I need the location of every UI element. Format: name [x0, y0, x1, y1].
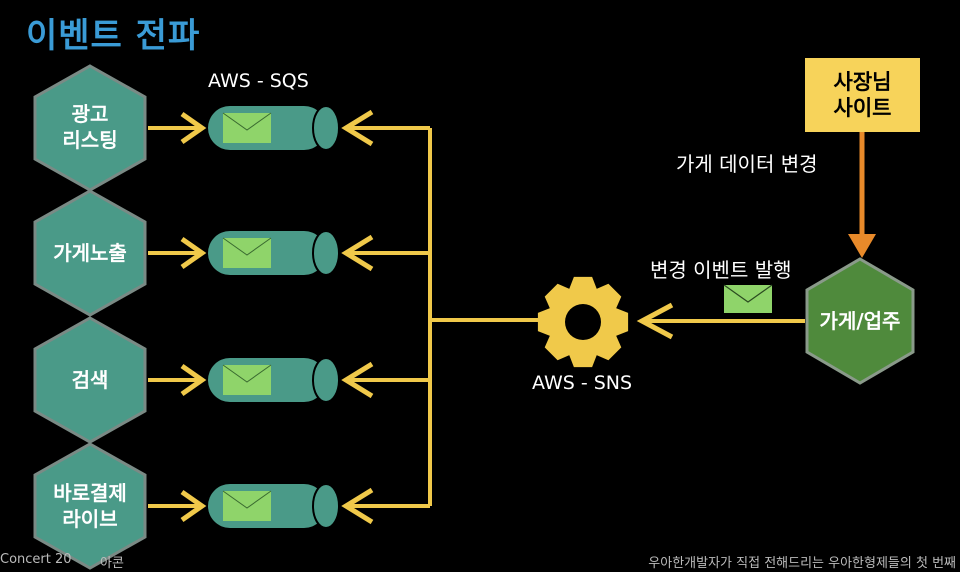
consumer-arrow-head: [180, 236, 207, 270]
envelope-icon: [223, 365, 271, 395]
envelope-icon: [723, 284, 773, 313]
publisher-hexagon: [805, 257, 915, 385]
consumer-line: 바로결제: [53, 481, 127, 505]
gear-icon: [537, 276, 629, 368]
envelope-flap: [222, 237, 272, 256]
bus-arrow-head: [341, 487, 374, 525]
consumer-line: 검색: [71, 368, 109, 392]
consumer-line: 광고: [71, 102, 109, 126]
bus-arrow-head: [341, 361, 374, 399]
queue-end: [312, 357, 340, 403]
envelope-flap: [222, 490, 272, 509]
consumer-arrow-head: [180, 111, 207, 145]
queue-end: [312, 483, 340, 529]
consumer-line: 가게노출: [53, 241, 127, 265]
bus-arrow-head: [341, 109, 374, 147]
publish-label: 변경 이벤트 발행: [650, 258, 792, 282]
queue-end: [312, 230, 340, 276]
envelope-icon: [223, 238, 271, 268]
consumer-hexagon: [33, 189, 147, 317]
footer-left-b: 아콘: [100, 556, 124, 571]
consumer-hexagon: [33, 316, 147, 444]
footer-left-a: Concert 20: [0, 552, 72, 567]
consumer-line: 리스팅: [62, 128, 118, 152]
owner-site-line2: 사이트: [833, 96, 892, 120]
consumer-arrow-head: [180, 489, 207, 523]
sns-label: AWS - SNS: [532, 372, 633, 394]
envelope-flap: [222, 364, 272, 383]
gear-hole: [565, 304, 601, 340]
consumer-label-shop-exposure: 가게노출: [35, 240, 145, 266]
queue-end: [312, 105, 340, 151]
envelope-flap: [222, 112, 272, 131]
publish-arrow: [636, 302, 805, 340]
consumer-line: 라이브: [62, 507, 118, 531]
consumer-hexagon: [33, 442, 147, 570]
publisher-label: 가게/업주: [819, 309, 901, 333]
footer-right: 우아한개발자가 직접 전해드리는 우아한형제들의 첫 번째: [648, 556, 956, 571]
owner-site-line1: 사장님: [833, 70, 892, 94]
sqs-label: AWS - SQS: [208, 70, 309, 92]
consumer-label-search: 검색: [35, 367, 145, 393]
data-change-label: 가게 데이터 변경: [676, 152, 818, 176]
consumer-arrow-head: [180, 363, 207, 397]
owner-arrow: [848, 132, 876, 258]
envelope-icon: [223, 113, 271, 143]
bus-arrow-head: [341, 234, 374, 272]
envelope-icon: [223, 491, 271, 521]
page-title: 이벤트 전파: [26, 16, 201, 56]
